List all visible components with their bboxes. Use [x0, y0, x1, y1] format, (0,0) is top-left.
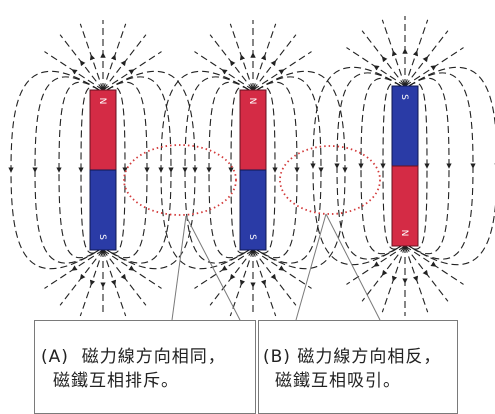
- magnet-b-bottom-pole: S: [247, 234, 257, 240]
- field-line: [252, 51, 312, 91]
- field-line: [102, 249, 127, 317]
- field-line: [79, 23, 104, 91]
- field-lines: [8, 16, 495, 317]
- field-line: [408, 82, 430, 250]
- field-line: [78, 86, 100, 254]
- field-line: [380, 82, 402, 250]
- field-line: [106, 70, 198, 270]
- field-line: [358, 77, 402, 255]
- magnet-c: S N: [391, 85, 419, 247]
- field-line: [209, 249, 254, 306]
- callout-repel-text-1: 磁力線方向相同，: [81, 347, 226, 367]
- magnet-b-top-pole: N: [247, 98, 257, 105]
- callout-repel: (A) 磁力線方向相同， 磁鐵互相排斥。: [34, 320, 256, 414]
- magnet-a-bottom-pole: S: [97, 234, 107, 240]
- field-line: [229, 23, 254, 91]
- field-line: [228, 86, 250, 254]
- magnet-a-bottom-half: [89, 169, 117, 251]
- callout-attract: (B) 磁力線方向相反， 磁鐵互相吸引。: [258, 320, 458, 414]
- field-line: [252, 249, 277, 317]
- callout-repel-text-2: 磁鐵互相排斥。: [53, 371, 179, 391]
- magnet-c-bottom-pole: N: [399, 230, 409, 237]
- callout-b-pointer-left: [295, 213, 327, 321]
- field-line: [79, 249, 104, 317]
- field-line: [404, 245, 464, 285]
- field-line: [8, 70, 100, 270]
- field-line: [256, 81, 300, 259]
- field-line: [252, 249, 297, 306]
- field-line: [361, 30, 406, 87]
- field-line: [59, 249, 104, 306]
- field-line: [361, 245, 406, 302]
- callout-attract-tag: (B): [263, 347, 291, 367]
- field-line: [404, 30, 449, 87]
- magnet-c-top-pole: S: [399, 94, 409, 100]
- field-line: [256, 70, 348, 270]
- field-line: [59, 34, 104, 91]
- field-line: [106, 76, 174, 264]
- field-line: [102, 34, 147, 91]
- field-line: [310, 66, 402, 266]
- callout-a-pointer-right: [185, 215, 241, 321]
- field-line: [32, 76, 100, 264]
- field-line: [252, 34, 297, 91]
- field-line: [102, 249, 162, 289]
- field-line: [334, 72, 402, 260]
- magnet-c-bottom-half: [391, 165, 419, 247]
- field-line: [252, 249, 312, 289]
- field-line: [408, 72, 476, 260]
- field-line: [102, 51, 162, 91]
- field-line: [252, 23, 277, 91]
- field-line: [106, 81, 150, 259]
- field-line: [408, 66, 495, 266]
- field-line: [408, 77, 452, 255]
- field-line: [404, 47, 464, 87]
- magnet-a-top-pole: N: [97, 98, 107, 105]
- callout-attract-line-1: (B) 磁力線方向相反，: [263, 345, 457, 369]
- field-line: [106, 86, 128, 254]
- field-line: [182, 76, 250, 264]
- field-line: [256, 76, 324, 264]
- field-line: [381, 19, 406, 87]
- repel-region-highlight: [123, 144, 237, 216]
- field-line: [158, 70, 250, 270]
- field-line: [102, 249, 147, 306]
- field-line: [209, 34, 254, 91]
- magnet-a: N S: [89, 89, 117, 251]
- field-line: [346, 245, 406, 285]
- field-line: [194, 51, 254, 91]
- field-line: [256, 86, 278, 254]
- field-line: [404, 245, 429, 313]
- field-line: [56, 81, 100, 259]
- magnet-a-top-half: [89, 89, 117, 171]
- magnet-b: N S: [239, 89, 267, 251]
- magnet-c-top-half: [391, 85, 419, 167]
- field-line: [44, 51, 104, 91]
- callout-attract-text-1: 磁力線方向相反，: [297, 347, 442, 367]
- attract-region-highlight: [279, 145, 381, 215]
- field-line: [229, 249, 254, 317]
- field-line: [194, 249, 254, 289]
- field-line: [404, 245, 449, 302]
- field-line: [381, 245, 406, 313]
- field-line: [102, 23, 127, 91]
- callout-a-pointer-left: [171, 215, 187, 321]
- field-line: [346, 47, 406, 87]
- callout-repel-line-1: (A) 磁力線方向相同，: [41, 345, 255, 369]
- field-line: [404, 19, 429, 87]
- magnet-b-top-half: [239, 89, 267, 171]
- magnet-b-bottom-half: [239, 169, 267, 251]
- field-line: [206, 81, 250, 259]
- callout-attract-text-2: 磁鐵互相吸引。: [275, 371, 401, 391]
- callout-b-pointer-right: [325, 213, 381, 321]
- field-line: [44, 249, 104, 289]
- callout-repel-tag: (A): [41, 347, 69, 367]
